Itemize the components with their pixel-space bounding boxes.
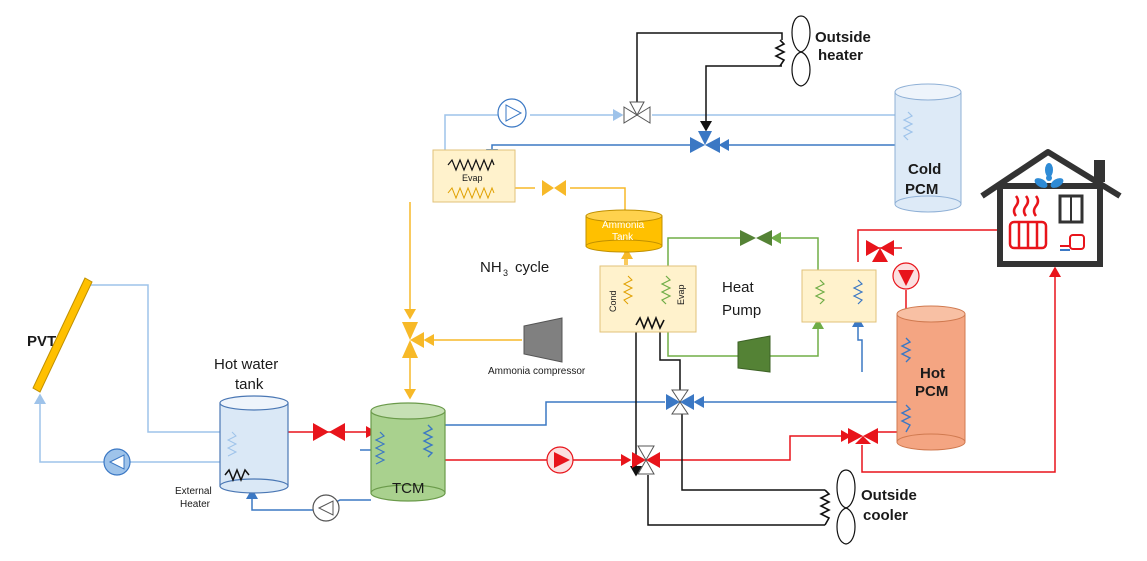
nh3-label: NH [480,259,502,276]
heat-pump-hx [599,265,697,333]
heat-pump-compressor [737,335,771,373]
evap-loop [444,109,895,160]
tcm-reactor [370,402,446,502]
pvt-pump [103,448,131,476]
nh3-subscript: 3 [503,268,508,278]
fan-icon [1034,163,1064,188]
house-valve-3way [866,240,894,262]
ammonia-compressor-label: Ammonia compressor [488,366,586,377]
cond-label: Cond [608,290,618,312]
cold-pcm-label-1: Cold [908,161,941,178]
heat-pump-condenser [801,269,877,323]
pvt-label: PVT [27,333,56,350]
hot-loop [288,229,1061,473]
ammonia-valve-3way [402,322,424,358]
cold-pcm-valve [690,131,720,153]
heat-waves-icon [1012,195,1040,217]
tcm-pump [312,494,340,522]
hot-water-tank-label-2: tank [235,376,264,393]
nh3-cycle-label: cycle [515,259,549,276]
ammonia-valve [542,180,566,196]
outside-loop [630,32,825,526]
evap-hp-label: Evap [676,284,686,305]
ammonia-tank-label-2: Tank [612,232,634,243]
outside-coil [635,315,665,331]
tcm-label: TCM [392,480,425,497]
hot-water-tank [219,395,289,494]
external-heater-label-1: External [175,486,212,497]
hot-pump [546,446,574,474]
outside-heater-valve [623,101,651,124]
evap-hx [432,149,516,203]
hot-pcm-label-1: Hot [920,365,945,382]
ammonia-tank-label-1: Ammonia [602,220,645,231]
outside-heater [774,15,811,87]
external-heater-label-2: Heater [180,499,211,510]
evap-top-label: Evap [462,173,483,183]
heat-pump-label-1: Heat [722,279,755,296]
heat-pump-label-2: Pump [722,302,761,319]
outside-heater-label-1: Outside [815,29,871,46]
ammonia-tank [585,209,663,253]
outside-heater-label-2: heater [818,47,863,64]
heat-pump-valve [740,230,772,246]
hot-pcm [896,305,966,451]
radiator-icon [1008,220,1048,250]
hot-water-tank-label-1: Hot water [214,356,278,373]
cold-pcm [894,83,962,213]
pvt-panel [32,277,93,393]
red-valve-3way-mid [632,445,660,475]
window-icon [1058,194,1084,224]
hot-pcm-label-2: PCM [915,383,948,400]
red-valve-1 [313,423,345,441]
water-heater-icon [1060,234,1085,251]
blue-valve-3way-mid [666,394,694,410]
outside-cooler-label-2: cooler [863,507,908,524]
pvt-loop [34,284,225,463]
cold-pcm-label-2: PCM [905,181,938,198]
outside-cooler-label-1: Outside [861,487,917,504]
outside-cooler [819,469,856,545]
ammonia-compressor [523,317,563,363]
house-pump [892,262,920,290]
evap-pump [497,98,527,128]
house-icon [980,149,1122,267]
red-valve-3way-right [848,428,878,444]
outside-valve-3way [671,389,689,415]
